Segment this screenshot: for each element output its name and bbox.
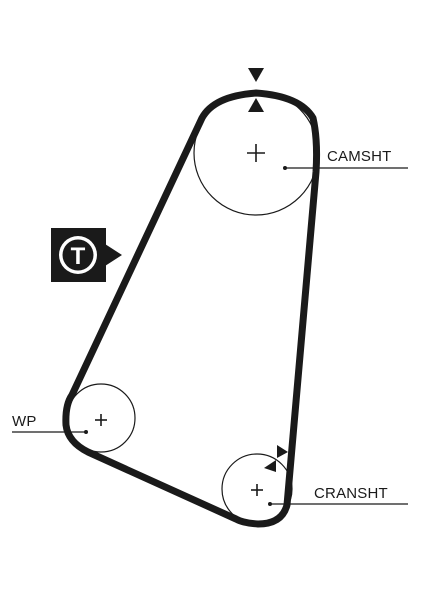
crankshaft-label: CRANSHT [314, 485, 388, 502]
water-pump-label: WP [12, 413, 37, 430]
camshaft-center-icon [247, 144, 265, 162]
water-pump-pulley [66, 383, 136, 453]
camshaft-label: CAMSHT [327, 148, 392, 165]
camshaft-leader [283, 166, 408, 170]
tensioner-badge-icon: T [51, 228, 122, 282]
tensioner-label: T [71, 243, 86, 270]
water-pump-center-icon [95, 414, 107, 426]
crankshaft-leader [268, 502, 408, 506]
crankshaft-pulley [221, 453, 293, 525]
camshaft-pulley [193, 90, 319, 216]
camshaft-timing-mark-icon [248, 68, 264, 112]
timing-belt [62, 89, 321, 528]
water-pump-leader [12, 430, 88, 434]
crankshaft-center-icon [251, 484, 263, 496]
crankshaft-timing-mark-icon [264, 445, 288, 472]
